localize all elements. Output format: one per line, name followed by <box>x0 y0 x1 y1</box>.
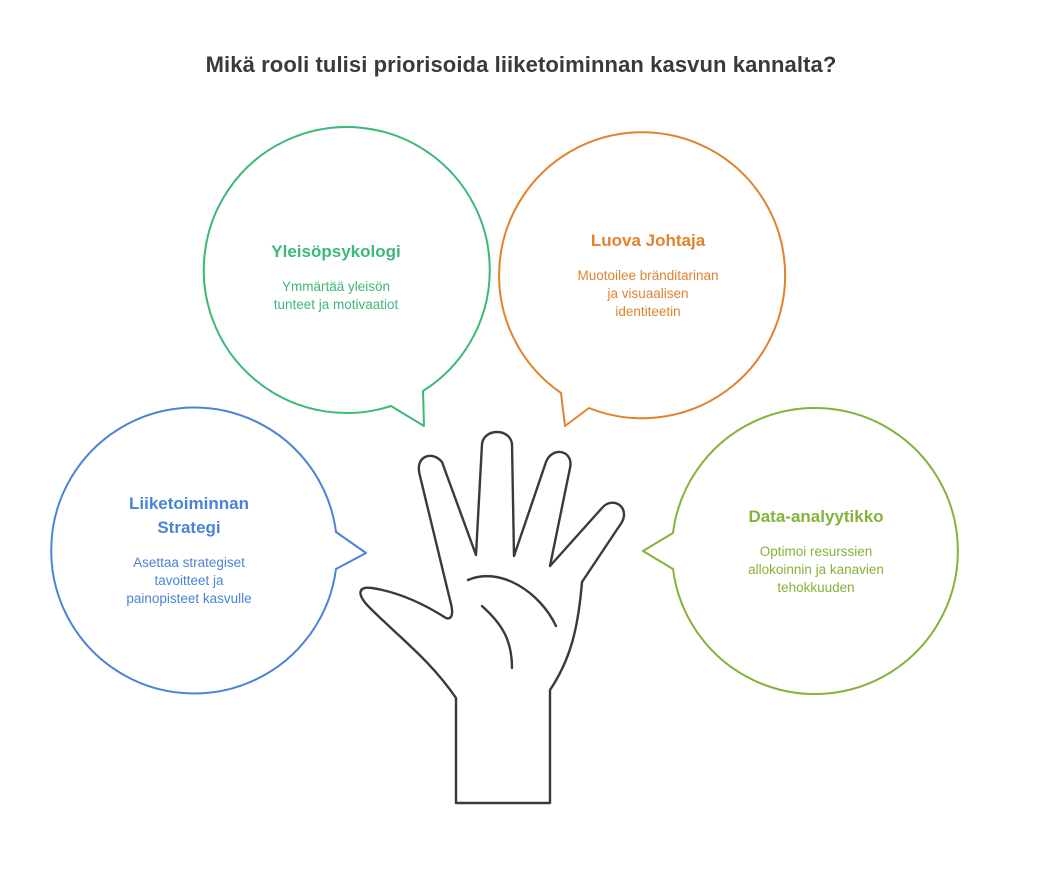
creative-bubble <box>498 131 787 427</box>
psychologist-desc-2: tunteet ja motivaatiot <box>273 297 399 312</box>
psychologist-text: Yleisöpsykologi Ymmärtää yleisön tunteet… <box>216 240 456 314</box>
psychologist-title: Yleisöpsykologi <box>271 242 401 261</box>
creative-desc-1: Muotoilee bränditarinan <box>577 268 719 283</box>
strategist-desc-3: painopisteet kasvulle <box>126 591 252 606</box>
strategist-desc-1: Asettaa strategiset <box>133 555 245 570</box>
analyst-desc-1: Optimoi resurssien <box>759 544 873 559</box>
analyst-desc-3: tehokkuuden <box>777 580 855 595</box>
strategist-text: Liiketoiminnan Strategi Asettaa strategi… <box>69 492 309 608</box>
analyst-title: Data-analyytikko <box>748 507 884 526</box>
creative-desc-2: ja visuaalisen <box>607 286 689 301</box>
hand-icon <box>359 430 626 805</box>
psychologist-desc-1: Ymmärtää yleisön <box>281 279 391 294</box>
psychologist-bubble <box>202 126 491 427</box>
strategist-title-1: Liiketoiminnan <box>129 494 249 513</box>
creative-title: Luova Johtaja <box>590 231 706 250</box>
analyst-desc-2: allokoinnin ja kanavien <box>748 562 884 577</box>
page-title: Mikä rooli tulisi priorisoida liiketoimi… <box>205 52 837 77</box>
strategist-bubble <box>50 406 367 695</box>
creative-text: Luova Johtaja Muotoilee bränditarinan ja… <box>528 229 768 321</box>
analyst-text: Data-analyytikko Optimoi resurssien allo… <box>696 505 936 597</box>
creative-desc-3: identiteetin <box>615 304 681 319</box>
strategist-title-2: Strategi <box>157 518 221 537</box>
strategist-desc-2: tavoitteet ja <box>154 573 224 588</box>
analyst-bubble <box>642 407 959 695</box>
